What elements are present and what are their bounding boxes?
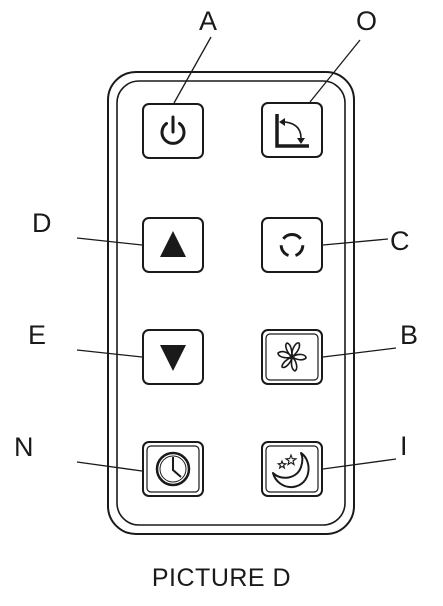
callout-O: O (356, 6, 378, 36)
callout-C: C (390, 226, 410, 256)
leader-line-O (309, 39, 361, 103)
callout-E: E (28, 320, 47, 350)
fan-button[interactable] (261, 329, 323, 385)
leader-line-N (76, 461, 143, 472)
mode-circle-icon (261, 217, 323, 273)
down-arrow-icon (142, 329, 204, 385)
swing-icon (261, 102, 323, 158)
timer-clock-icon (142, 441, 204, 497)
figure-caption: PICTURE D (151, 564, 292, 592)
leader-line-B (322, 347, 397, 358)
sleep-moon-icon (261, 441, 323, 497)
fan-icon (261, 329, 323, 385)
power-button[interactable] (142, 103, 204, 159)
callout-B: B (400, 320, 419, 350)
callout-I: I (400, 431, 408, 461)
leader-line-I (322, 458, 397, 470)
up-button[interactable] (142, 217, 204, 273)
up-arrow-icon (142, 217, 204, 273)
timer-button[interactable] (142, 441, 204, 497)
power-icon (142, 103, 204, 159)
mode-button[interactable] (261, 217, 323, 273)
down-button[interactable] (142, 329, 204, 385)
leader-line-C (322, 238, 389, 246)
swing-button[interactable] (261, 102, 323, 158)
leader-line-E (76, 349, 143, 358)
leader-line-D (76, 237, 143, 246)
leader-line-A (173, 36, 212, 104)
callout-A: A (199, 6, 218, 36)
callout-D: D (32, 208, 52, 238)
sleep-button[interactable] (261, 441, 323, 497)
callout-N: N (14, 432, 34, 462)
